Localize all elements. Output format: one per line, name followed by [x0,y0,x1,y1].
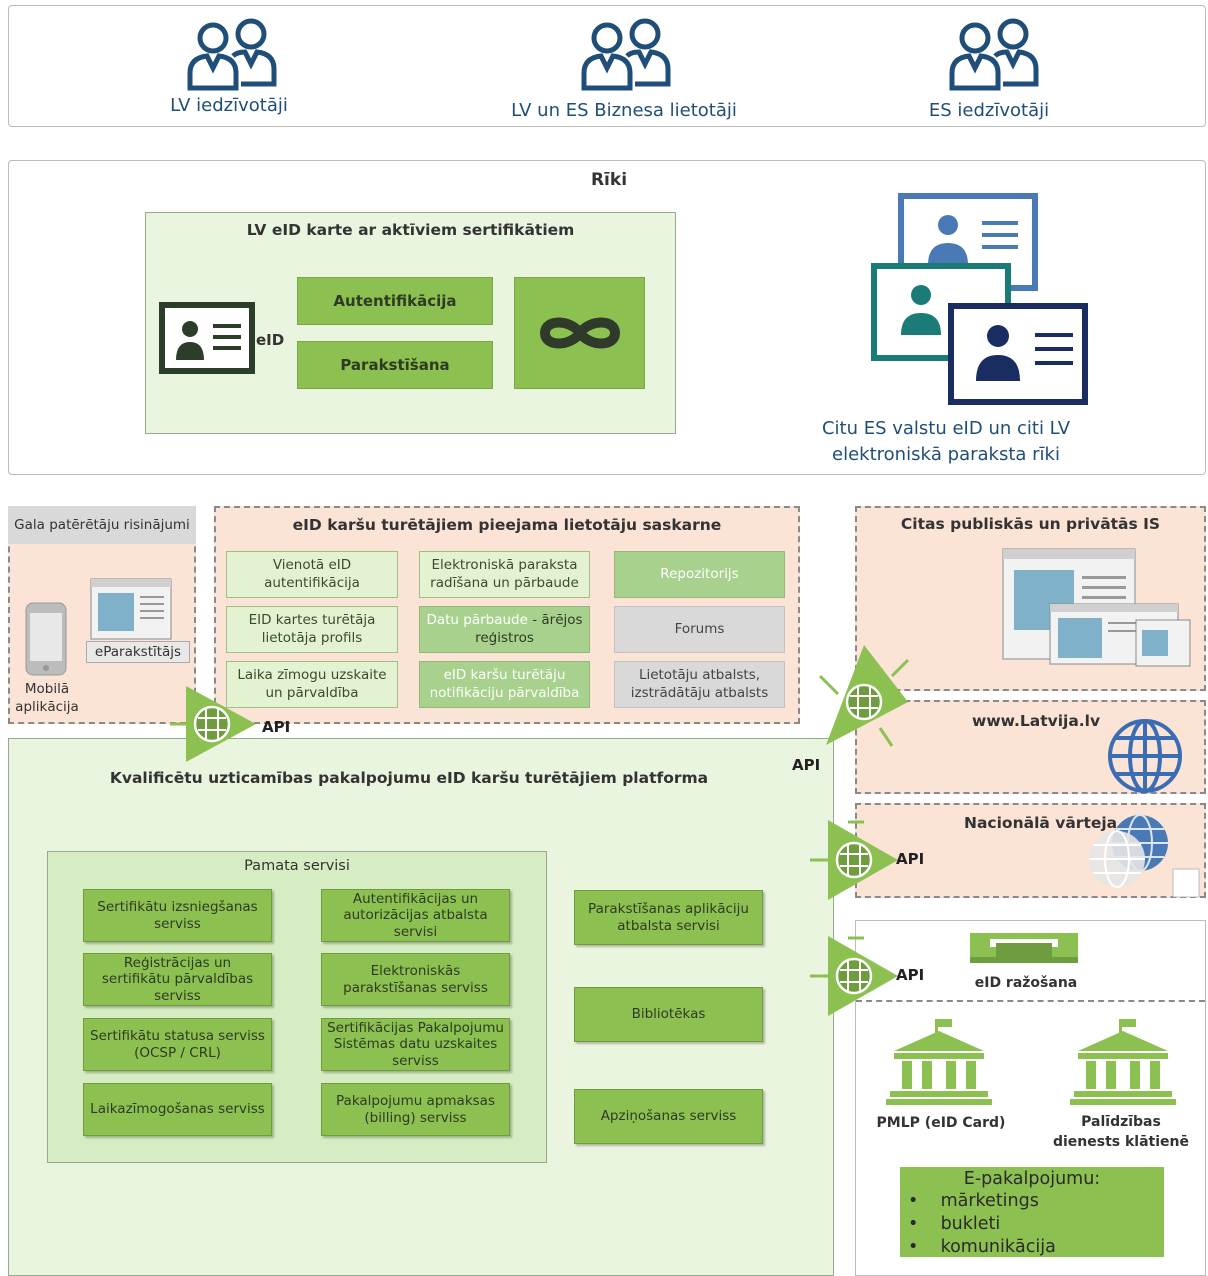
tools-title: Rīki [590,170,628,190]
user-group-eu-residents: ES iedzīvotāji [928,99,1050,121]
other-is-panel: Citas publiskās un privātās IS [855,506,1206,691]
portal-item-holder-profile: EID kartes turētāja lietotāja profils [226,606,398,653]
card-reader-icon [970,933,1078,963]
national-gateway-panel: Nacionālā vārteja [855,803,1206,898]
users-icon [581,18,671,91]
national-gateway-title: Nacionālā vārteja [964,814,1118,832]
signing-box: Parakstīšana [297,341,493,389]
api-label: API [896,850,925,868]
pmlp-label: PMLP (eID Card) [876,1115,1006,1131]
eservice-communication: komunikācija [940,1237,1056,1257]
api-connector-icon [810,820,898,900]
portal-item-esign: Elektroniskā paraksta radīšana un pārbau… [419,551,590,598]
service-cert-status: Sertifikātu statusa serviss (OCSP / CRL) [83,1018,272,1071]
service-cert-issuance: Sertifikātu izsniegšanas serviss [83,889,272,942]
latvija-lv-panel: www.Latvija.lv [855,700,1206,794]
users-icon [187,18,277,91]
eservices-item: • mārketings [908,1191,1039,1211]
service-billing: Pakalpojumu apmaksas (billing) serviss [321,1083,510,1136]
portal-item-repository: Repozitorijs [614,551,785,598]
user-interface-title: eID karšu turētājiem pieejama lietotāju … [292,516,722,534]
mobile-app-label: Mobilā aplikācija [15,680,79,715]
api-label: API [792,756,821,774]
platform-title: Kvalificētu uzticamības pakalpojumu eID … [109,769,709,787]
portal-item-support: Lietotāju atbalsts, izstrādātāju atbalst… [614,661,785,708]
service-auth-support: Autentifikācijas un autorizācijas atbals… [321,889,510,942]
api-label: API [262,718,291,736]
user-interface-panel: eID karšu turētājiem pieejama lietotāju … [214,506,800,724]
user-group-business: LV un ES Biznesa lietotāji [511,99,737,121]
eservices-item: • bukleti [908,1214,1000,1234]
id-card-icon [159,302,255,374]
api-connector-icon [810,936,898,1016]
esigner-label: eParakstītājs [86,641,190,663]
globe-icon [1108,719,1182,793]
core-services-title: Pamata servisi [244,858,350,874]
service-esign: Elektroniskās parakstīšanas serviss [321,953,510,1006]
building-icon [1070,1019,1176,1105]
building-icon [886,1019,992,1105]
portal-item-forums: Forums [614,606,785,653]
core-services-box: Pamata servisi Sertifikātu izsniegšanas … [47,851,547,1163]
data-check-registers: reģistros [475,629,534,646]
eid-card-box-title: LV eID karte ar aktīviem sertifikātiem [246,221,575,239]
service-registration: Reģistrācijas un sertifikātu pārvaldības… [83,953,272,1006]
portal-item-unified-auth: Vienotā eID autentifikācija [226,551,398,598]
eservices-item: • komunikācija [908,1237,1056,1257]
browser-windows-icon [1002,548,1191,667]
data-check-external: - ārējos [532,611,583,628]
eservices-box: E-pakalpojumu: • mārketings • bukleti • … [900,1167,1164,1257]
data-check-label: Datu pārbaude [426,611,528,628]
issuing-panel: eID ražošana PMLP (eID Card) Palīdzības … [855,920,1206,1276]
end-user-header: Gala patērētāju risinājumi [8,506,196,544]
eid-cards-stack-icon [871,193,1088,405]
platform-panel: Kvalificētu uzticamības pakalpojumu eID … [8,738,834,1276]
bullet-icon: • [908,1191,941,1211]
eid-label: eID [256,331,285,349]
api-connector-icon [170,686,256,762]
browser-window-icon [90,578,172,640]
globes-icon [1089,814,1200,897]
service-libraries: Bibliotēkas [574,987,763,1042]
portal-item-data-check: Datu pārbaude - ārējos reģistros [419,606,590,653]
eid-production-label: eID ražošana [974,975,1078,991]
other-eid-caption: Citu ES valstu eID un citi LV elektronis… [821,417,1071,465]
end-user-panel: Gala patērētāju risinājumi Mobilā aplikā… [8,506,196,724]
portal-item-timestamps: Laika zīmogu uzskaite un pārvaldība [226,661,398,708]
service-notifications: Apziņošanas serviss [574,1089,763,1144]
other-is-title: Citas publiskās un privātās IS [900,515,1161,533]
users-panel: LV iedzīvotāji LV un ES Biznesa lietotāj… [8,5,1206,127]
service-data-accounting: Sertifikācijas Pakalpojumu Sistēmas datu… [321,1018,510,1071]
api-connector-icon [818,645,910,747]
eservice-booklets: bukleti [940,1214,1001,1234]
infinity-icon [539,317,620,349]
authentication-box: Autentifikācija [297,277,493,325]
tools-panel: Rīki LV eID karte ar aktīviem sertifikāt… [8,160,1206,475]
eservices-title: E-pakalpojumu: [963,1169,1101,1189]
user-group-lv-residents: LV iedzīvotāji [170,94,288,116]
service-signing-apps: Parakstīšanas aplikāciju atbalsta servis… [574,890,763,945]
bullet-icon: • [908,1237,941,1257]
portal-item-notifications: eID karšu turētāju notifikāciju pārvaldī… [419,661,590,708]
eservice-marketing: mārketings [940,1191,1039,1211]
api-label: API [896,966,925,984]
eid-card-box: LV eID karte ar aktīviem sertifikātiem e… [145,212,676,434]
infinity-box [514,277,645,389]
mobile-phone-icon [25,602,67,676]
help-desk-label: Palīdzības dienests klātienē [1052,1114,1189,1150]
issuing-divider [856,1000,1205,1002]
bullet-icon: • [908,1214,941,1234]
latvija-lv-title: www.Latvija.lv [972,712,1101,730]
data-check-text: Datu pārbaude - ārējos [426,612,582,630]
users-icon [949,18,1039,91]
service-timestamping: Laikazīmogošanas serviss [83,1083,272,1136]
